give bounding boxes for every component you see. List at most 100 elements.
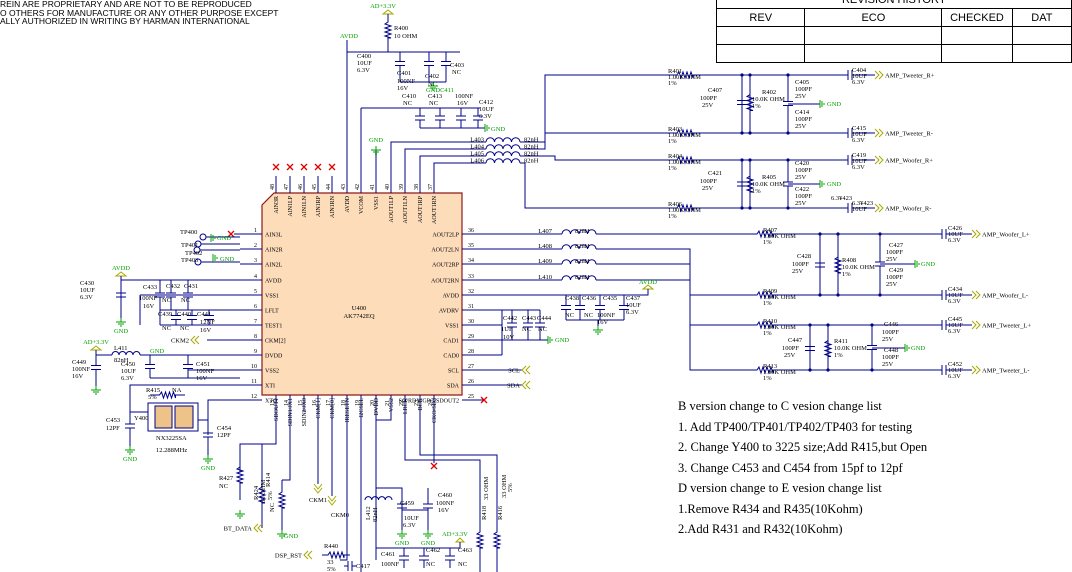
label-c426-v2: 6.3V xyxy=(948,237,961,244)
wire xyxy=(183,280,193,310)
pin-number: 42 xyxy=(355,184,361,190)
wire xyxy=(561,244,597,250)
power-arrow-icon xyxy=(454,537,466,543)
port-arrow-icon xyxy=(303,550,313,560)
label-c414-v2: 25V xyxy=(795,123,807,130)
chip-ref: U400 xyxy=(352,305,366,312)
label-c414: C414 xyxy=(795,109,810,116)
wire xyxy=(424,52,434,75)
no-connect-icon xyxy=(300,163,308,171)
pin-name: CKM[1] xyxy=(316,398,322,419)
label-c442-v2: 10V xyxy=(503,334,515,341)
label-c432-v: NC xyxy=(162,297,171,304)
power-arrow-icon xyxy=(89,345,103,351)
label-r440-t: 5% xyxy=(327,566,336,572)
label-c435-v: 100NF xyxy=(597,312,615,319)
label-c407-v2: 25V xyxy=(702,102,714,109)
proprietary-notice: REIN ARE PROPRIETARY AND ARE NOT TO BE R… xyxy=(0,0,279,26)
wire xyxy=(484,369,522,386)
pin-number: 18 xyxy=(341,400,347,406)
pin-name: AVDD xyxy=(442,294,459,300)
port-arrow-icon xyxy=(874,203,884,213)
ground-symbol-icon xyxy=(428,82,438,91)
pin-name: DVDD xyxy=(374,397,380,415)
pin-name: VSS2 xyxy=(265,369,279,375)
power-arrow-icon xyxy=(381,9,395,15)
label-c463: C463 xyxy=(458,547,472,554)
wire xyxy=(737,85,747,120)
label-r406: R406 xyxy=(668,201,683,208)
label-c419: C419 xyxy=(852,152,866,159)
wire xyxy=(399,75,447,83)
label-c430: C430 xyxy=(80,280,94,287)
port-arrow-icon xyxy=(874,155,884,165)
pin-number: 22 xyxy=(399,400,405,406)
revision-history-table: REVISION HISTORY REV ECO CHECKED DAT xyxy=(715,0,1072,63)
ground-symbol-icon xyxy=(116,318,126,327)
wire xyxy=(665,155,705,165)
capacitor-icon xyxy=(424,62,434,66)
wire xyxy=(561,295,571,320)
pin-number: 46 xyxy=(298,184,304,190)
wire xyxy=(150,390,185,400)
label-r403-v: 1.00K OHM xyxy=(668,132,701,139)
wire xyxy=(360,108,485,176)
label-c415-v: 10UF xyxy=(852,131,867,138)
pin-name: VSS1 xyxy=(445,324,459,330)
label-r414-v: NC xyxy=(269,503,276,512)
label-c433: C433 xyxy=(143,284,157,291)
capacitor-icon xyxy=(456,116,466,120)
port-amp-wf-l-plus: AMP_Woofer_L+ xyxy=(982,232,1030,239)
pin-name: AOUT1RP xyxy=(418,195,424,223)
label-c404: C404 xyxy=(852,67,867,74)
pin-name: VSS1 xyxy=(374,196,380,210)
label-c462: C462 xyxy=(426,547,440,554)
wire xyxy=(415,108,425,128)
label-c423: 6.3¥423 xyxy=(831,195,852,202)
label-c428: C428 xyxy=(797,253,811,260)
wire xyxy=(159,309,240,325)
label-r416-t: 5% xyxy=(507,483,514,492)
label-r405: R405 xyxy=(762,174,776,181)
chip-part: AK7742EQ xyxy=(343,313,374,320)
label-c452-v2: 6.3V xyxy=(948,373,961,380)
label-r410-v: 1.00K OHM xyxy=(763,324,796,331)
no-connect-icon xyxy=(227,230,235,238)
label-c448: C448 xyxy=(884,347,898,354)
ground-symbol-icon xyxy=(235,510,245,519)
label-r418-v: 33 OHM xyxy=(483,476,490,500)
test-point-icon xyxy=(199,233,207,241)
wire xyxy=(187,369,240,378)
label-c438: C438 xyxy=(565,295,579,302)
pin-number: 45 xyxy=(312,184,318,190)
label-r404: R404 xyxy=(668,153,683,160)
wire xyxy=(139,294,240,325)
label-r427-v: NC xyxy=(219,483,228,490)
label-tp401: TP401 xyxy=(181,242,198,249)
junction-dot xyxy=(748,206,752,210)
pin-number: 27 xyxy=(468,364,474,370)
label-r440: R440 xyxy=(324,543,338,550)
wire xyxy=(125,412,135,440)
wire xyxy=(867,330,877,365)
pin-number: 12 xyxy=(251,394,257,400)
wire xyxy=(95,350,112,356)
label-gnd-tp402: GND xyxy=(220,256,234,263)
pin-name: SCL xyxy=(448,369,459,375)
wire xyxy=(875,240,885,288)
label-c447-v2: 25V xyxy=(784,352,796,359)
port-amp-wf-r-minus: AMP_Woofer_R- xyxy=(885,206,931,213)
label-r404-v: 1.00K OHM xyxy=(668,159,701,166)
ground-symbol-icon xyxy=(423,530,433,539)
wire xyxy=(938,290,950,300)
pin-number: 21 xyxy=(385,400,391,406)
label-r401-t: 1% xyxy=(668,80,677,87)
label-c446: C446 xyxy=(884,321,899,328)
wire xyxy=(130,411,208,421)
pin-number: 29 xyxy=(468,334,474,340)
label-c427-v2: 25V xyxy=(886,256,898,263)
pin-name: CAD0 xyxy=(443,354,459,360)
label-c410: C410 xyxy=(402,93,416,100)
label-c421: C421 xyxy=(708,170,722,177)
